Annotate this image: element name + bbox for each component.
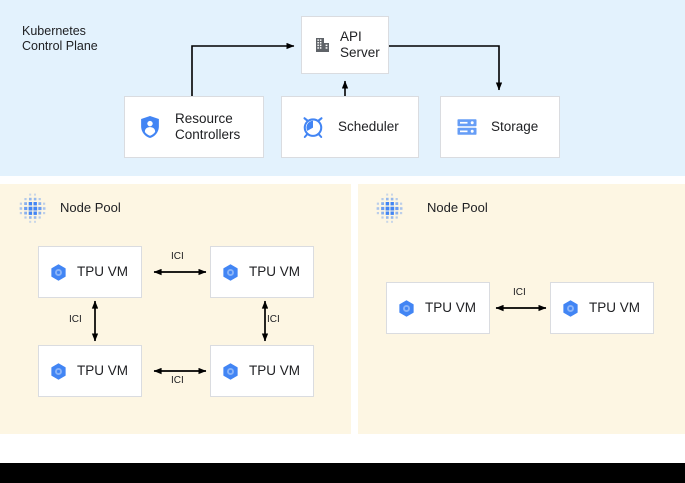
node-tpu-vm-label: TPU VM	[249, 363, 301, 378]
node-storage[interactable]: Storage	[440, 96, 560, 158]
edge-label-ici-right-vertical: ICI	[267, 314, 280, 325]
edge-label-ici-left-bottom: ICI	[171, 375, 184, 386]
node-resource-controllers[interactable]: Resource Controllers	[124, 96, 264, 158]
tpu-hexagon-icon	[49, 263, 68, 282]
node-tpu-vm-label: TPU VM	[425, 300, 477, 315]
node-pool-left-title: Node Pool	[60, 200, 121, 215]
node-scheduler[interactable]: Scheduler	[281, 96, 419, 158]
node-tpu-vm-label: TPU VM	[77, 264, 129, 279]
control-plane-title: Kubernetes Control Plane	[22, 24, 98, 53]
node-resource-controllers-label: Resource Controllers	[175, 111, 241, 142]
node-tpu-vm[interactable]: TPU VM	[38, 345, 142, 397]
node-pool-right-title: Node Pool	[427, 200, 488, 215]
node-tpu-vm[interactable]: TPU VM	[210, 246, 314, 298]
data-center-icon	[312, 35, 332, 55]
edge-label-ici-right-pool: ICI	[513, 287, 526, 298]
tpu-hexagon-icon	[397, 299, 416, 318]
dot-matrix-icon	[14, 192, 50, 228]
alarm-clock-icon	[300, 114, 326, 140]
tpu-hexagon-icon	[221, 362, 240, 381]
edge-label-ici-left-vertical: ICI	[69, 314, 82, 325]
node-tpu-vm-label: TPU VM	[249, 264, 301, 279]
node-tpu-vm[interactable]: TPU VM	[38, 246, 142, 298]
node-api-server-label: API Server	[340, 29, 380, 60]
tpu-hexagon-icon	[561, 299, 580, 318]
tpu-hexagon-icon	[49, 362, 68, 381]
node-tpu-vm[interactable]: TPU VM	[386, 282, 490, 334]
node-api-server[interactable]: API Server	[301, 16, 389, 74]
node-tpu-vm-label: TPU VM	[589, 300, 641, 315]
server-rack-icon	[455, 115, 479, 139]
node-tpu-vm[interactable]: TPU VM	[210, 345, 314, 397]
edge-label-ici-left-top: ICI	[171, 251, 184, 262]
shield-person-icon	[137, 114, 163, 140]
node-scheduler-label: Scheduler	[338, 119, 399, 134]
node-tpu-vm[interactable]: TPU VM	[550, 282, 654, 334]
node-storage-label: Storage	[491, 119, 539, 134]
dot-matrix-icon	[371, 192, 407, 228]
bottom-bar	[0, 463, 685, 483]
tpu-hexagon-icon	[221, 263, 240, 282]
node-tpu-vm-label: TPU VM	[77, 363, 129, 378]
